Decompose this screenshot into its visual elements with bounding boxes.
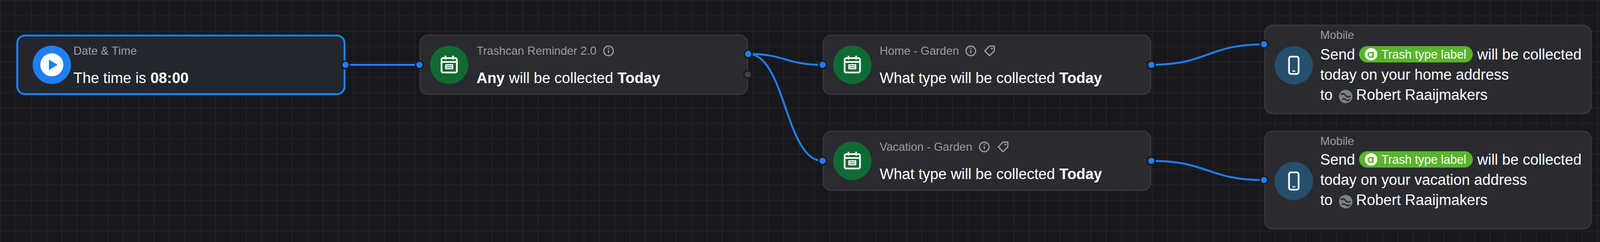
card-body: SendTrash type labelwill be collected to…	[1320, 44, 1587, 106]
connector-port	[818, 156, 827, 165]
else-output-port	[743, 70, 752, 79]
card-title: Mobile	[1320, 134, 1355, 148]
user-name: Robert Raaijmakers	[1337, 86, 1488, 104]
card-header: Mobile	[1320, 28, 1355, 42]
card-body: SendTrash type labelwill be collected to…	[1320, 149, 1587, 211]
play-icon	[31, 44, 72, 85]
card-title: Vacation - Garden	[879, 140, 973, 154]
flow-connector	[345, 63, 420, 66]
body-text: will be collected	[509, 69, 614, 87]
card-title: Mobile	[1320, 28, 1355, 42]
phone-icon	[1273, 160, 1314, 202]
token-tag: Trash type label	[1359, 46, 1473, 63]
value-text: Today	[1059, 165, 1102, 183]
connector-port	[1147, 156, 1156, 165]
avatar-icon	[1337, 88, 1354, 105]
card-title: Date & Time	[73, 44, 137, 58]
flow-connector	[1151, 160, 1265, 180]
connector-port	[744, 49, 753, 58]
card-body: What type will be collectedToday	[879, 164, 1149, 185]
user-name: Robert Raaijmakers	[1337, 191, 1488, 209]
connector-port	[415, 60, 424, 69]
card-title: Trashcan Reminder 2.0	[476, 44, 597, 58]
card-header: Home - Garden	[879, 44, 997, 58]
card-body: Anywill be collectedToday	[476, 68, 746, 89]
connector-port	[1147, 60, 1156, 69]
card-header: Trashcan Reminder 2.0	[476, 44, 615, 58]
cal-icon	[429, 44, 470, 85]
card-body: What type will be collectedToday	[879, 68, 1149, 89]
avatar-icon	[1337, 193, 1354, 210]
token-icon	[1363, 47, 1379, 62]
connector-port	[1260, 40, 1268, 48]
trigger-card: Date & TimeThe time is08:00	[16, 34, 346, 96]
card-header: Mobile	[1320, 134, 1355, 148]
info-icon	[964, 44, 978, 58]
tag-icon	[982, 44, 997, 58]
action-card: MobileSendTrash type labelwill be collec…	[1264, 24, 1592, 115]
info-icon	[978, 140, 991, 154]
condition-card: Vacation - GardenWhat type will be colle…	[822, 130, 1152, 192]
cal-icon	[832, 140, 873, 181]
connector-port	[341, 60, 350, 69]
flow-connector	[748, 53, 823, 65]
connector-port	[744, 49, 753, 58]
connector-port	[818, 60, 827, 69]
value-text: Today	[617, 69, 661, 87]
body-text: Send	[1320, 151, 1355, 168]
token-icon	[1363, 152, 1379, 167]
body-text: What type will be collected	[879, 69, 1055, 87]
info-icon	[602, 44, 615, 58]
flow-connector	[748, 53, 823, 161]
card-header: Vacation - Garden	[879, 140, 1010, 154]
body-text: What type will be collected	[879, 165, 1055, 183]
body-text: Send	[1320, 46, 1355, 63]
card-title: Home - Garden	[879, 44, 959, 58]
value-text: Any	[476, 69, 505, 87]
card-body: The time is08:00	[73, 68, 343, 89]
action-card: MobileSendTrash type labelwill be collec…	[1264, 130, 1592, 230]
tag-icon	[996, 140, 1010, 154]
connector-port	[1260, 176, 1268, 184]
condition-card: Trashcan Reminder 2.0Anywill be collecte…	[419, 34, 749, 96]
card-header: Date & Time	[73, 44, 137, 58]
value-text: 08:00	[150, 69, 189, 87]
value-text: Today	[1059, 69, 1102, 87]
token-tag: Trash type label	[1359, 151, 1473, 168]
flow-connector	[1151, 44, 1265, 65]
cal-icon	[832, 44, 873, 85]
condition-card: Home - GardenWhat type will be collected…	[822, 34, 1152, 96]
body-text: The time is	[73, 69, 147, 87]
phone-icon	[1273, 45, 1314, 86]
